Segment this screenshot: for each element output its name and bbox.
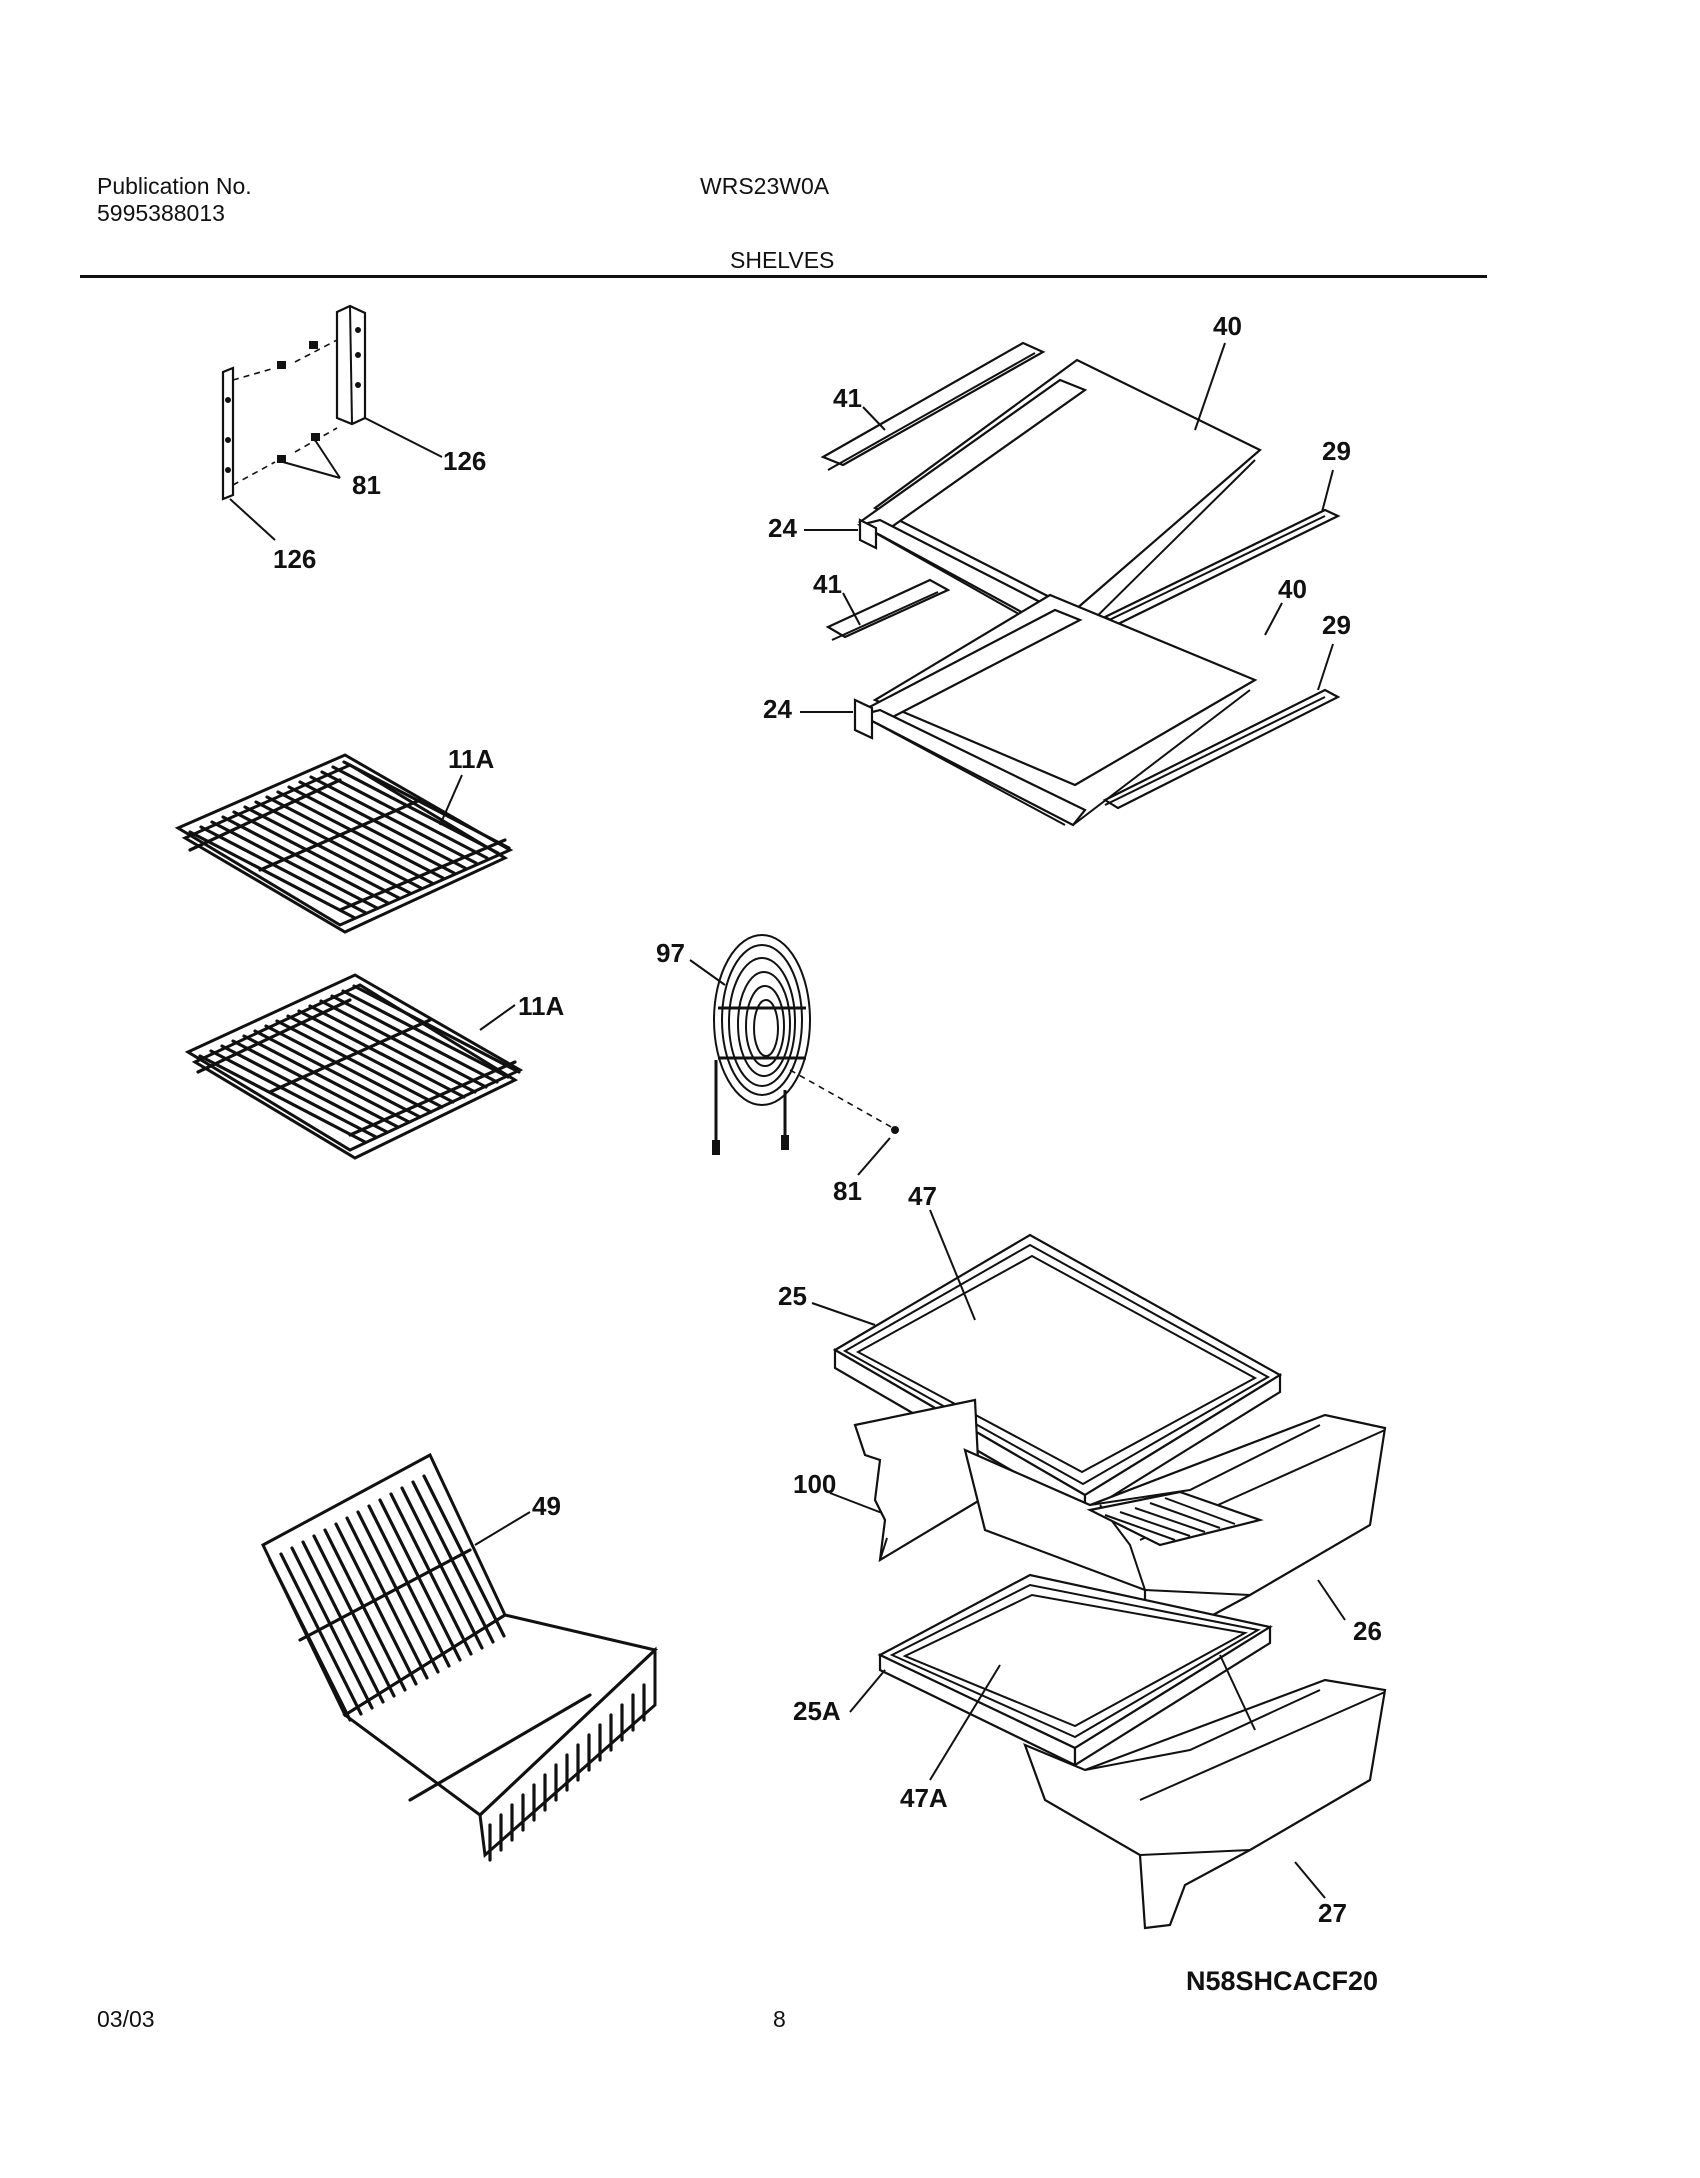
- wire-rod: [330, 994, 499, 1084]
- wire-rod: [243, 805, 412, 895]
- callout-47: 47: [908, 1181, 937, 1211]
- wire-rod: [265, 795, 434, 885]
- wire-rod: [253, 1029, 422, 1119]
- wire-rod: [308, 1004, 477, 1094]
- crisper-pan-upper: [963, 1413, 1387, 1674]
- wire-rod: [422, 1474, 506, 1638]
- wire-rod: [287, 785, 456, 875]
- callout-29-upper: 29: [1322, 436, 1351, 466]
- footer-date: 03/03: [97, 2006, 155, 2032]
- callout-49: 49: [532, 1491, 561, 1521]
- callout-40-upper: 40: [1213, 311, 1242, 341]
- wire-rod: [290, 1546, 374, 1710]
- crisper-divider: [853, 1398, 982, 1563]
- wire-rod: [334, 1522, 418, 1686]
- wire-rod: [331, 765, 500, 855]
- wire-shelf-lower: [184, 973, 524, 1160]
- wire-rod: [199, 825, 368, 915]
- wire-rod: [297, 1009, 466, 1099]
- callout-25A: 25A: [793, 1696, 841, 1726]
- callout-24-upper: 24: [768, 513, 797, 543]
- callout-81-bracket: 81: [352, 470, 381, 500]
- wire-rod: [345, 1516, 429, 1680]
- publication-number: 5995388013: [97, 200, 225, 226]
- callout-40-lower: 40: [1278, 574, 1307, 604]
- wire-rod: [400, 1486, 484, 1650]
- wire-rod: [309, 775, 478, 865]
- wire-rod: [312, 1534, 396, 1698]
- callout-29-lower: 29: [1322, 610, 1351, 640]
- wire-rod: [301, 1540, 385, 1704]
- callout-41-upper: 41: [833, 383, 862, 413]
- callout-11A-upper: 11A: [448, 744, 494, 774]
- wire-rod: [232, 810, 401, 900]
- wire-rod: [231, 1039, 400, 1129]
- wire-rod: [209, 1049, 378, 1139]
- wire-basket: [261, 1452, 659, 1862]
- wire-rod: [242, 1034, 411, 1124]
- glass-shelf-upper: [820, 341, 1341, 657]
- coil-assembly: [712, 934, 899, 1155]
- wire-rod: [264, 1024, 433, 1114]
- wire-rod: [220, 1044, 389, 1134]
- wire-rod: [342, 760, 511, 850]
- callout-25: 25: [778, 1281, 807, 1311]
- wire-rod: [341, 989, 510, 1079]
- wire-rod: [276, 790, 445, 880]
- wire-rod: [254, 800, 423, 890]
- wire-rod: [221, 815, 390, 905]
- wire-rod: [323, 1528, 407, 1692]
- wire-rod: [188, 830, 357, 920]
- section-title: SHELVES: [730, 247, 835, 273]
- callout-81-coil: 81: [833, 1176, 862, 1206]
- wire-rod: [367, 1504, 451, 1668]
- wire-rod: [320, 770, 489, 860]
- wire-rod: [319, 999, 488, 1089]
- wire-rod: [298, 780, 467, 870]
- wire-rod: [352, 984, 521, 1074]
- wire-rod: [210, 820, 379, 910]
- callout-24-lower: 24: [763, 694, 792, 724]
- model-number: WRS23W0A: [700, 173, 830, 199]
- callout-41-lower: 41: [813, 569, 842, 599]
- wire-rod: [279, 1552, 363, 1716]
- shelf-bracket-assembly: [221, 304, 443, 541]
- callout-97: 97: [656, 938, 685, 968]
- callout-27: 27: [1318, 1898, 1347, 1928]
- wire-rod: [275, 1019, 444, 1109]
- diagram-code: N58SHCACF20: [1186, 1966, 1378, 1996]
- wire-rod: [198, 1054, 367, 1144]
- glass-shelf-lower: [825, 578, 1341, 827]
- callout-126-upper: 126: [443, 446, 486, 476]
- wire-rod: [268, 1558, 352, 1722]
- wire-rod: [356, 1510, 440, 1674]
- publication-label: Publication No.: [97, 173, 252, 199]
- callout-11A-lower: 11A: [518, 991, 564, 1021]
- crisper-cover-lower: [877, 1573, 1273, 1767]
- wire-rod: [286, 1014, 455, 1104]
- page-number: 8: [773, 2006, 786, 2032]
- callout-26: 26: [1353, 1616, 1382, 1646]
- wire-rod: [389, 1492, 473, 1656]
- header-rule: [80, 275, 1487, 278]
- callout-100: 100: [793, 1469, 836, 1499]
- wire-rod: [378, 1498, 462, 1662]
- callout-126-lower: 126: [273, 544, 316, 574]
- callout-47A: 47A: [900, 1783, 948, 1813]
- crisper-pan-lower: [1023, 1654, 1387, 1930]
- wire-shelf-upper: [174, 753, 514, 934]
- wire-rod: [411, 1480, 495, 1644]
